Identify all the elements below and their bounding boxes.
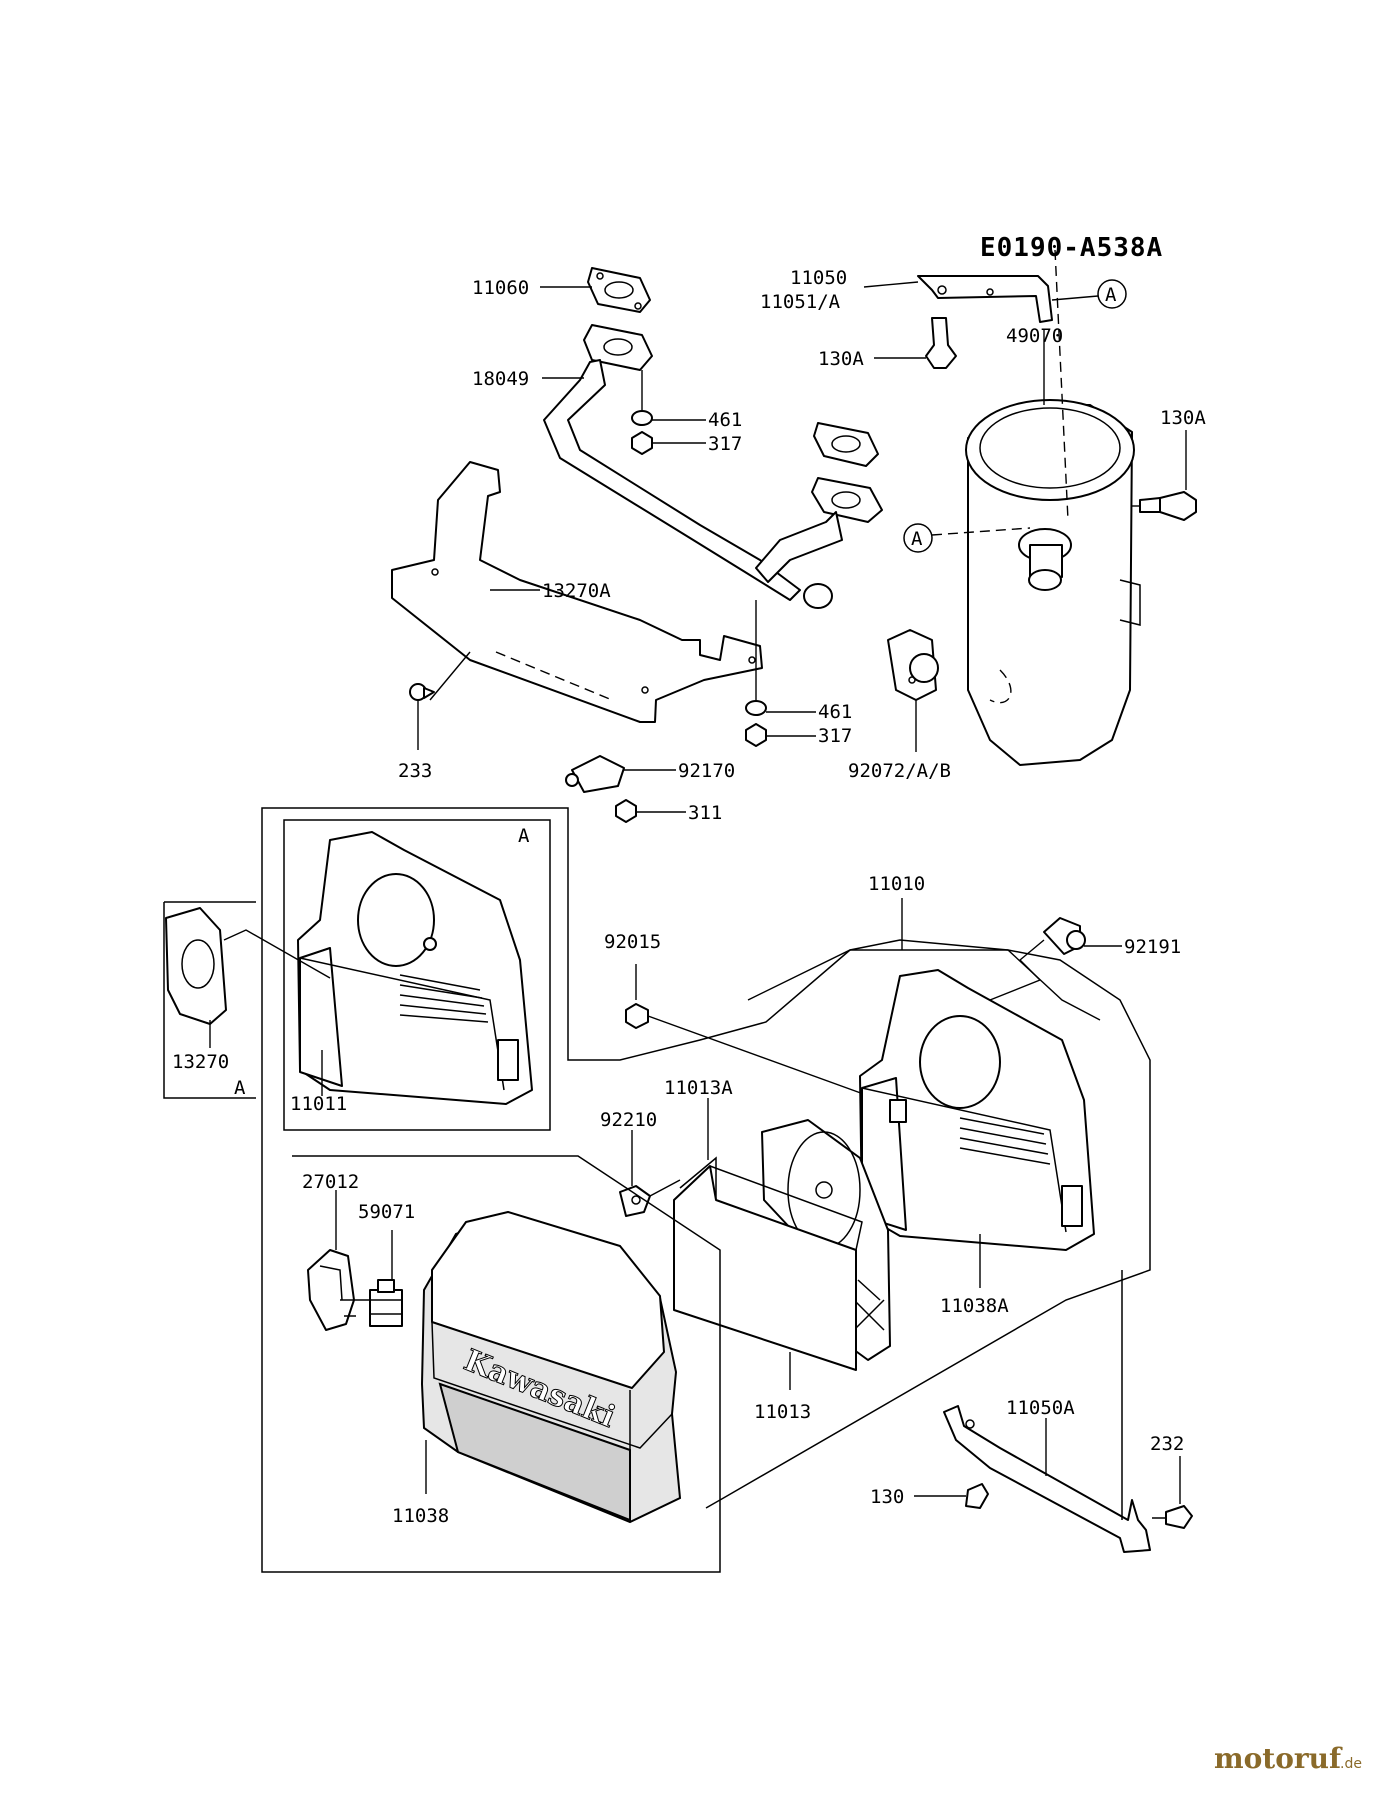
callout-13270: 13270	[172, 1051, 229, 1073]
callout-18049: 18049	[472, 368, 529, 390]
assembly-outline-11010	[261, 807, 1151, 1573]
callout-232: 232	[1150, 1433, 1184, 1455]
air-cleaner-base-11011	[297, 831, 533, 1105]
air-cleaner-base-11038A	[859, 969, 1095, 1251]
gasket-13270	[165, 907, 227, 1025]
diagram-code: E0190-A538A	[980, 233, 1163, 263]
callout-461-top: 461	[708, 409, 742, 431]
washer-461-mid	[745, 700, 767, 716]
latch-27012	[307, 1249, 355, 1331]
bolt-233	[409, 683, 435, 701]
callout-317-top: 317	[708, 433, 742, 455]
callout-11013A: 11013A	[664, 1077, 733, 1099]
callout-A-side: A	[911, 528, 923, 550]
callout-49070: 49070	[1006, 325, 1063, 347]
callout-13270A: 13270A	[542, 580, 611, 602]
callout-130A-right: 130A	[1160, 407, 1206, 429]
callout-92191: 92191	[1124, 936, 1181, 958]
clamp-92072	[887, 629, 939, 701]
bolt-130A-top	[925, 317, 957, 369]
callout-92170: 92170	[678, 760, 735, 782]
washer-461-top	[631, 410, 653, 426]
bracket-11050	[917, 275, 1053, 323]
callout-11050: 11050	[790, 267, 847, 289]
callout-11013: 11013	[754, 1401, 811, 1423]
watermark-logo: motoruf .de	[1214, 1742, 1362, 1775]
clip-92210	[619, 1185, 651, 1217]
callout-A-top: A	[1105, 284, 1117, 306]
callout-11050A: 11050A	[1006, 1397, 1075, 1419]
callout-92072: 92072/A/B	[848, 760, 951, 782]
callout-11038A: 11038A	[940, 1295, 1009, 1317]
svg-text:motoruf: motoruf	[1214, 1742, 1343, 1775]
clamp-92170	[565, 755, 625, 793]
callout-92015: 92015	[604, 931, 661, 953]
latch-59071	[369, 1279, 403, 1327]
callout-11038: 11038	[392, 1505, 449, 1527]
callout-27012: 27012	[302, 1171, 359, 1193]
air-cleaner-cover-11038: Kawasaki	[420, 1211, 682, 1524]
callout-311: 311	[688, 802, 722, 824]
clip-92191	[1043, 917, 1086, 955]
inset-box-A	[283, 819, 551, 1131]
nut-317-top	[631, 431, 653, 455]
gasket-11060	[587, 267, 651, 313]
gasket-upper	[813, 422, 879, 467]
callout-11010: 11010	[868, 873, 925, 895]
nut-317-mid	[745, 723, 767, 747]
callout-11051: 11051/A	[760, 291, 841, 313]
callout-233: 233	[398, 760, 432, 782]
bolt-130A-right	[1139, 491, 1197, 521]
callout-317-mid: 317	[818, 725, 852, 747]
muffler-49070	[965, 249, 1141, 766]
nut-92015	[625, 1003, 649, 1029]
screw-232	[1152, 1505, 1193, 1529]
cover-frame-outline	[292, 1155, 721, 1509]
callout-461-mid: 461	[818, 701, 852, 723]
callout-13270-A: A	[234, 1077, 246, 1099]
callout-92210: 92210	[600, 1109, 657, 1131]
callout-11011: 11011	[290, 1093, 347, 1115]
callout-11060: 11060	[472, 277, 529, 299]
svg-text:.de: .de	[1340, 1756, 1362, 1772]
heat-shield-13270A	[391, 461, 763, 723]
callout-130A-top: 130A	[818, 348, 864, 370]
callout-A-inset: A	[518, 825, 530, 847]
callout-130: 130	[870, 1486, 904, 1508]
exhaust-pipe-18049	[543, 324, 883, 609]
callout-59071: 59071	[358, 1201, 415, 1223]
bracket-11050A	[943, 1270, 1151, 1553]
bolt-130	[965, 1483, 989, 1509]
nut-311	[615, 799, 637, 823]
